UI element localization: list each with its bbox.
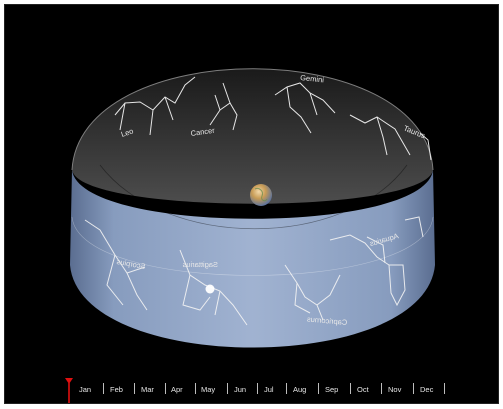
month-aug[interactable]: Aug (293, 385, 307, 394)
label-cancer: Cancer (190, 126, 216, 138)
label-gemini: Gemini (300, 73, 325, 84)
label-leo: Leo (120, 126, 135, 138)
month-separator (165, 383, 166, 394)
month-sep[interactable]: Sep (325, 385, 339, 394)
month-dec[interactable]: Dec (420, 385, 434, 394)
earth-icon[interactable] (250, 184, 272, 206)
month-separator (227, 383, 228, 394)
month-separator (444, 383, 445, 394)
month-jan[interactable]: Jan (79, 385, 92, 394)
month-nov[interactable]: Nov (388, 385, 402, 394)
month-separator (257, 383, 258, 394)
month-separator (134, 383, 135, 394)
red-pin-marker-icon[interactable] (64, 377, 74, 403)
month-separator (381, 383, 382, 394)
month-mar[interactable]: Mar (141, 385, 154, 394)
month-may[interactable]: May (201, 385, 216, 394)
month-separator (318, 383, 319, 394)
month-separator (413, 383, 414, 394)
label-capricornus-mirrored: Capricornus (306, 314, 347, 327)
month-separator (350, 383, 351, 394)
month-jul[interactable]: Jul (264, 385, 274, 394)
ring-front-face (70, 170, 435, 348)
label-sagittarius-mirrored: Sagittarius (182, 260, 218, 269)
month-jun[interactable]: Jun (234, 385, 247, 394)
constellation-lines-back (114, 76, 432, 161)
month-feb[interactable]: Feb (110, 385, 123, 394)
sun-icon[interactable] (205, 284, 215, 294)
month-separator (103, 383, 104, 394)
zodiac-scene[interactable]: Leo Cancer Gemini Taurus Aquarius Sagitt… (5, 5, 500, 405)
ring-back-wall (72, 68, 433, 204)
month-oct[interactable]: Oct (357, 385, 369, 394)
month-separator (286, 383, 287, 394)
month-apr[interactable]: Apr (171, 385, 183, 394)
ring-top-rim (71, 68, 434, 171)
month-timeline: Jan Feb Mar Apr May Jun Jul Aug Sep Oct … (5, 377, 500, 403)
month-separator (195, 383, 196, 394)
ring-inner-edge (99, 164, 408, 230)
viewer-frame: Leo Cancer Gemini Taurus Aquarius Sagitt… (4, 4, 499, 404)
